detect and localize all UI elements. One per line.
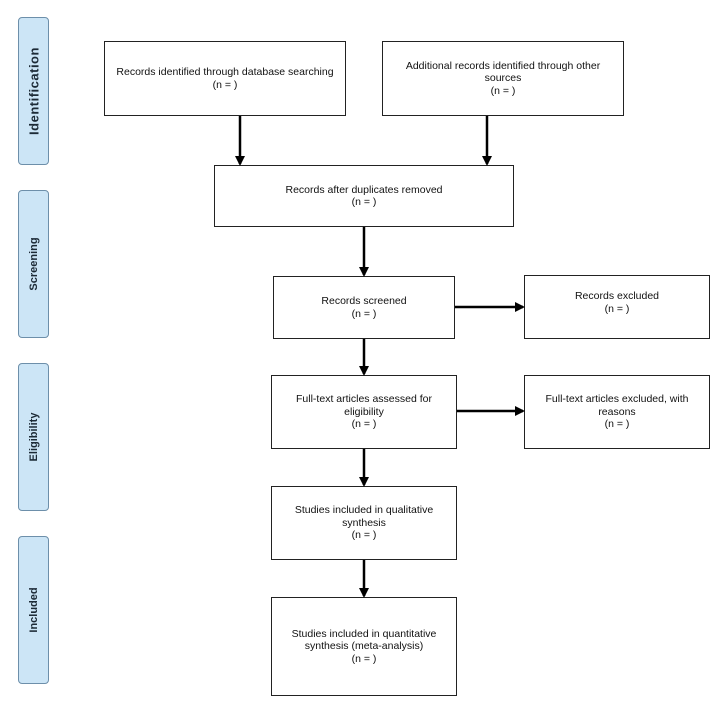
box-qualitative-synthesis-count: (n = ) [351,529,377,542]
box-records-excluded-count: (n = ) [604,302,630,315]
box-other-sources-text-2: sources [484,72,522,85]
box-fulltext-excluded-count: (n = ) [604,418,630,431]
box-database-search-count: (n = ) [212,78,238,91]
box-records-screened-count: (n = ) [351,307,377,320]
box-fulltext-assessed-text-2: eligibility [344,405,384,418]
box-quantitative-synthesis: Studies included in quantitative synthes… [271,597,457,696]
box-database-search-text: Records identified through database sear… [116,66,334,78]
box-qualitative-synthesis: Studies included in qualitative synthesi… [271,486,457,560]
box-database-search: Records identified through database sear… [104,41,346,116]
box-other-sources-text: Additional records identified through ot… [405,59,601,72]
box-other-sources-count: (n = ) [490,84,516,97]
box-duplicates-removed: Records after duplicates removed (n = ) [214,165,514,227]
box-records-excluded-text: Records excluded [574,290,660,302]
phase-screening: Screening [18,190,49,338]
box-records-excluded: Records excluded (n = ) [524,275,710,339]
box-fulltext-excluded-text-2: reasons [598,405,636,418]
box-quantitative-synthesis-text-2: synthesis (meta-analysis) [304,640,424,653]
box-qualitative-synthesis-text: Studies included in qualitative [294,504,434,517]
box-fulltext-assessed: Full-text articles assessed for eligibil… [271,375,457,449]
phase-eligibility: Eligibility [18,363,49,511]
box-fulltext-assessed-text: Full-text articles assessed for [296,393,432,406]
box-duplicates-removed-count: (n = ) [351,196,377,208]
box-quantitative-synthesis-text: Studies included in quantitative [291,627,437,640]
phase-identification: Identification [18,17,49,165]
box-records-screened-text: Records screened [321,295,407,307]
box-fulltext-excluded: Full-text articles excluded, with reason… [524,375,710,449]
box-records-screened: Records screened (n = ) [273,276,455,339]
box-duplicates-removed-text: Records after duplicates removed [285,183,443,196]
box-quantitative-synthesis-count: (n = ) [351,652,377,665]
box-other-sources: Additional records identified through ot… [382,41,624,116]
box-fulltext-excluded-text: Full-text articles excluded, with [545,393,689,406]
phase-included: Included [18,536,49,684]
box-fulltext-assessed-count: (n = ) [351,418,377,431]
box-qualitative-synthesis-text-2: synthesis [342,516,386,529]
